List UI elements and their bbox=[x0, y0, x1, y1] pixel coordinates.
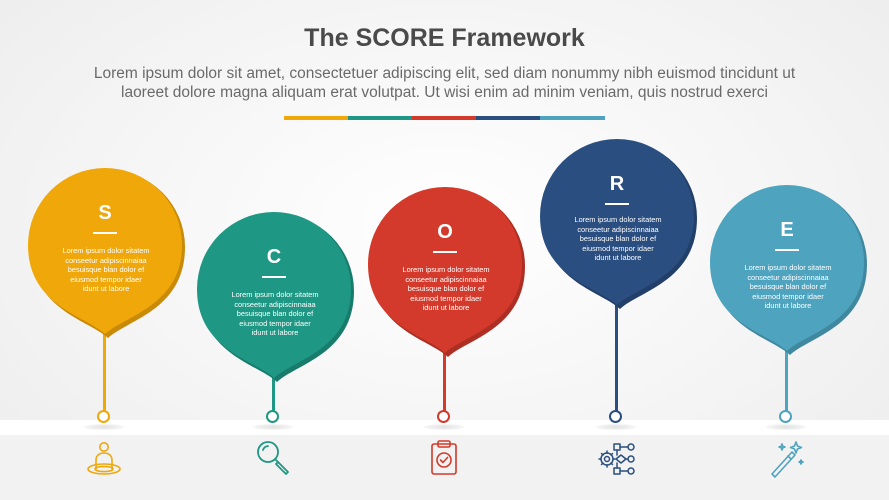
desc-line: eiusmod tempor idaer bbox=[70, 274, 142, 284]
desc-line: eiusmod tempor idaer bbox=[582, 243, 654, 253]
desc-line: Lorem ipsum dolor sitatem bbox=[62, 246, 150, 255]
desc-line: idunt ut labore bbox=[594, 253, 642, 263]
person-on-target-icon bbox=[84, 438, 124, 478]
desc-line: conseetur adipiscinnaiaa bbox=[577, 224, 659, 234]
subtitle-line-1: Lorem ipsum dolor sit amet, consectetuer… bbox=[93, 65, 796, 82]
desc-line: conseetur adipiscinnaiaa bbox=[65, 255, 147, 265]
balloon-shape bbox=[197, 212, 354, 382]
desc-line: idunt ut labore bbox=[422, 303, 470, 313]
desc-line: idunt ut labore bbox=[82, 284, 130, 294]
balloon-shape bbox=[540, 139, 697, 309]
stage-balloon: O Lorem ipsum dolor sitatem conseetur ad… bbox=[368, 187, 525, 357]
divider-red bbox=[412, 116, 476, 120]
magic-wand-icon bbox=[766, 438, 806, 478]
pin-shadow bbox=[424, 424, 464, 430]
divider-blue bbox=[540, 116, 605, 120]
stage-letter: E bbox=[780, 219, 794, 241]
desc-line: eiusmod tempor idaer bbox=[752, 291, 824, 301]
pin-shadow bbox=[253, 424, 293, 430]
stage-description: Lorem ipsum dolor sitatem conseetur adip… bbox=[562, 215, 674, 263]
stage-description: Lorem ipsum dolor sitatem conseetur adip… bbox=[732, 263, 844, 311]
stage-pin bbox=[97, 410, 110, 423]
pin-shadow bbox=[766, 424, 806, 430]
pin-shadow bbox=[84, 424, 124, 430]
desc-line: besuisque blan dolor ef bbox=[67, 265, 145, 275]
desc-line: besuisque blan dolor ef bbox=[236, 309, 314, 319]
stage-stem bbox=[443, 353, 446, 411]
desc-line: besuisque blan dolor ef bbox=[579, 234, 657, 244]
desc-line: besuisque blan dolor ef bbox=[407, 284, 485, 294]
divider-navy bbox=[476, 116, 540, 120]
clipboard-check-icon bbox=[424, 438, 464, 478]
stage-balloon: C Lorem ipsum dolor sitatem conseetur ad… bbox=[197, 212, 354, 382]
letter-underline bbox=[433, 251, 457, 253]
desc-line: Lorem ipsum dolor sitatem bbox=[574, 215, 662, 224]
letter-underline bbox=[262, 276, 286, 278]
pin-shadow bbox=[596, 424, 636, 430]
stage-stem bbox=[785, 350, 788, 411]
magnifier-icon bbox=[253, 438, 293, 478]
stage-stem bbox=[272, 378, 275, 411]
desc-line: conseetur adipiscinnaiaa bbox=[234, 299, 316, 309]
subtitle-line-2: laoreet dolore magna aliquam erat volutp… bbox=[121, 84, 768, 101]
floor-band bbox=[0, 420, 889, 435]
balloon-shape bbox=[28, 168, 185, 338]
stage-description: Lorem ipsum dolor sitatem conseetur adip… bbox=[390, 265, 502, 313]
stage-stem bbox=[615, 304, 618, 411]
subtitle: Lorem ipsum dolor sit amet, consectetuer… bbox=[40, 64, 849, 102]
desc-line: conseetur adipiscinnaiaa bbox=[405, 274, 487, 284]
stage-pin bbox=[266, 410, 279, 423]
desc-line: idunt ut labore bbox=[251, 328, 299, 338]
desc-line: idunt ut labore bbox=[764, 301, 812, 311]
desc-line: conseetur adipiscinnaiaa bbox=[747, 272, 829, 282]
stage-balloon: R Lorem ipsum dolor sitatem conseetur ad… bbox=[540, 139, 697, 309]
letter-underline bbox=[605, 203, 629, 205]
stage-balloon: S Lorem ipsum dolor sitatem conseetur ad… bbox=[28, 168, 185, 338]
gear-flowchart-icon bbox=[596, 438, 636, 478]
desc-line: Lorem ipsum dolor sitatem bbox=[402, 265, 490, 274]
stage-pin bbox=[609, 410, 622, 423]
stage-letter: R bbox=[609, 173, 625, 195]
stage-description: Lorem ipsum dolor sitatem conseetur adip… bbox=[50, 246, 162, 294]
balloon-shape bbox=[368, 187, 525, 357]
stage-letter: C bbox=[266, 246, 282, 268]
divider-yellow bbox=[284, 116, 348, 120]
desc-line: Lorem ipsum dolor sitatem bbox=[231, 290, 319, 299]
stage-description: Lorem ipsum dolor sitatem conseetur adip… bbox=[219, 290, 331, 338]
letter-underline bbox=[93, 232, 117, 234]
desc-line: eiusmod tempor idaer bbox=[239, 318, 311, 328]
desc-line: eiusmod tempor idaer bbox=[410, 293, 482, 303]
balloon-shape bbox=[710, 185, 867, 355]
stage-stem bbox=[103, 333, 106, 411]
letter-underline bbox=[775, 249, 799, 251]
stage-pin bbox=[437, 410, 450, 423]
stage-pin bbox=[779, 410, 792, 423]
desc-line: Lorem ipsum dolor sitatem bbox=[744, 263, 832, 272]
stage-letter: S bbox=[98, 202, 112, 224]
desc-line: besuisque blan dolor ef bbox=[749, 282, 827, 292]
stage-letter: O bbox=[437, 221, 453, 243]
stage-balloon: E Lorem ipsum dolor sitatem conseetur ad… bbox=[710, 185, 867, 355]
page-title: The SCORE Framework bbox=[304, 24, 585, 52]
divider-teal bbox=[348, 116, 412, 120]
